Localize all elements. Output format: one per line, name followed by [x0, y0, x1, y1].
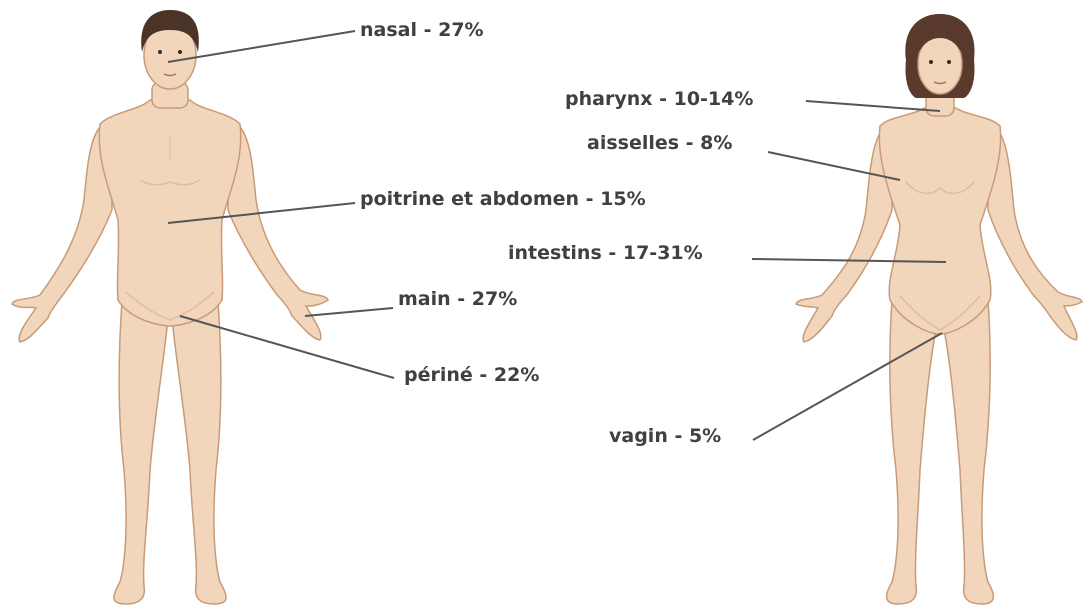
male-left-eye	[158, 50, 162, 54]
male-right-arm	[228, 118, 328, 340]
female-left-arm	[796, 120, 892, 342]
female-right-leg	[944, 300, 993, 604]
label-pharynx: pharynx - 10-14%	[565, 90, 753, 109]
female-left-eye	[929, 60, 933, 64]
female-left-leg	[887, 300, 936, 604]
male-figure	[12, 10, 328, 604]
label-aisselles: aisselles - 8%	[587, 134, 732, 153]
male-left-arm	[12, 118, 112, 342]
label-poitrine-abdomen: poitrine et abdomen - 15%	[360, 190, 646, 209]
male-torso	[99, 100, 240, 326]
leader-line-main	[305, 308, 393, 316]
male-right-leg	[172, 300, 226, 604]
leader-lines	[168, 31, 946, 440]
leader-line-pharynx	[806, 101, 940, 111]
female-right-arm	[988, 120, 1082, 340]
label-vagin: vagin - 5%	[609, 427, 721, 446]
female-torso	[879, 108, 1000, 334]
female-right-eye	[947, 60, 951, 64]
label-main: main - 27%	[398, 290, 517, 309]
male-left-leg	[114, 300, 168, 604]
label-nasal: nasal - 27%	[360, 21, 484, 40]
label-perine: périné - 22%	[404, 366, 539, 385]
label-intestins: intestins - 17-31%	[508, 244, 703, 263]
male-right-eye	[178, 50, 182, 54]
